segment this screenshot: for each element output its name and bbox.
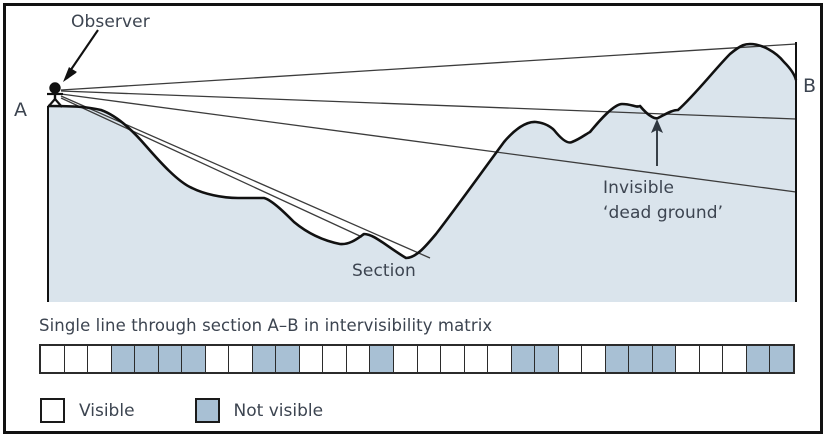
terrain-outline (47, 42, 798, 302)
section-diagram-panel: Observer A B Section Invisible ‘dead gro… (6, 6, 826, 302)
legend-label-not-visible: Not visible (233, 400, 324, 421)
section-label: Section (352, 261, 416, 281)
matrix-cell (535, 346, 559, 372)
dead-ground-arrow-icon (651, 119, 663, 166)
matrix-cell (699, 346, 724, 372)
point-b-label: B (803, 75, 817, 97)
figure-frame: Observer A B Section Invisible ‘dead gro… (3, 3, 823, 434)
matrix-cell (723, 346, 747, 372)
intervisibility-strip (39, 344, 795, 374)
legend: Visible Not visible (40, 398, 323, 423)
observer-arrow-icon (63, 29, 99, 82)
matrix-cell (299, 346, 324, 372)
matrix-cell (558, 346, 583, 372)
matrix-cell (393, 346, 418, 372)
matrix-cell (746, 346, 771, 372)
matrix-cell (88, 346, 112, 372)
matrix-cell (346, 346, 371, 372)
matrix-cell (135, 346, 159, 372)
dead-ground-line-1: Invisible (603, 178, 675, 198)
legend-swatch-visible (40, 398, 65, 423)
section-diagram-svg (47, 29, 798, 302)
legend-swatch-not-visible (194, 398, 220, 423)
legend-item-visible: Visible (40, 398, 135, 423)
matrix-cell (158, 346, 183, 372)
dead-ground-label: Invisible ‘dead ground’ (603, 176, 723, 226)
sightline-middle (60, 90, 797, 120)
matrix-cell (205, 346, 230, 372)
matrix-cell (276, 346, 300, 372)
observer-label: Observer (71, 12, 150, 32)
legend-item-not-visible: Not visible (194, 398, 324, 423)
matrix-cell (252, 346, 277, 372)
matrix-cell (629, 346, 653, 372)
matrix-cell (64, 346, 89, 372)
matrix-cell (464, 346, 489, 372)
matrix-cell (41, 346, 65, 372)
matrix-cell (417, 346, 442, 372)
sight-lines (60, 43, 797, 259)
dead-ground-line-2: ‘dead ground’ (603, 203, 724, 223)
sightline-upper (60, 43, 797, 91)
matrix-cell (605, 346, 630, 372)
matrix-cell (370, 346, 394, 372)
point-a-label: A (14, 99, 28, 121)
matrix-cell (182, 346, 206, 372)
terrain-fill (48, 44, 796, 302)
matrix-cell (582, 346, 606, 372)
matrix-title: Single line through section A–B in inter… (39, 316, 493, 335)
matrix-cell (676, 346, 700, 372)
matrix-panel: Single line through section A–B in inter… (6, 306, 826, 437)
sightline-near-slope (60, 97, 363, 238)
matrix-cell (652, 346, 677, 372)
matrix-cell (511, 346, 536, 372)
matrix-cell (323, 346, 347, 372)
observer-figure (47, 82, 63, 108)
legend-label-visible: Visible (79, 400, 135, 421)
matrix-cell (441, 346, 465, 372)
matrix-cell (111, 346, 136, 372)
matrix-cell (488, 346, 512, 372)
matrix-cell (770, 346, 793, 372)
matrix-cell (229, 346, 253, 372)
sightline-lower-far (60, 93, 797, 193)
